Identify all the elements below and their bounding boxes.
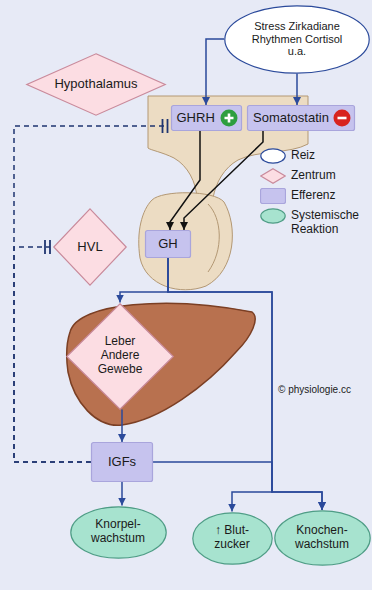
legend-text: Efferenz — [291, 188, 335, 202]
node-label: Hypothalamus — [54, 77, 137, 92]
response-oval: Knochen- wachstum — [274, 510, 371, 566]
legend-item: Zentrum — [260, 168, 368, 184]
legend-text: Reiz — [291, 148, 315, 162]
efferent-box: GHRH — [171, 105, 242, 131]
inhibition-bar — [49, 240, 51, 254]
center-diamond: Leber Andere Gewebe — [66, 303, 174, 410]
shape-outline — [92, 443, 153, 482]
copyright-note: © physiologie.cc — [278, 384, 351, 395]
connector-arrow — [184, 131, 263, 230]
node-text-group: HVL — [77, 240, 102, 255]
inhibition-bar — [167, 119, 169, 133]
legend-item: Efferenz — [260, 188, 368, 204]
efferent-box: IGFs — [91, 442, 153, 482]
shape-outline — [261, 149, 285, 163]
legend-swatch — [260, 208, 286, 224]
legend-text: Systemische Reaktion — [291, 208, 367, 237]
legend-swatch — [260, 148, 286, 164]
node-text-group: GH — [158, 237, 178, 252]
node-text-group: ↑ Blut- zucker — [207, 524, 257, 552]
legend-swatch — [260, 188, 286, 204]
node-label: HVL — [77, 240, 102, 255]
shape-outline — [248, 106, 355, 131]
node-label: Knochen- wachstum — [291, 524, 353, 552]
shape-outline — [146, 231, 191, 258]
efferent-box: Somatostatin — [247, 105, 355, 131]
node-label: GHRH — [177, 111, 215, 126]
node-label: Knorpel- wachstum — [87, 518, 149, 546]
response-oval: ↑ Blut- zucker — [192, 512, 273, 565]
node-text-group: Leber Andere Gewebe — [95, 335, 145, 376]
connector-arrow — [121, 410, 123, 443]
shape-outline — [54, 209, 126, 285]
pituitary-gland — [139, 193, 233, 290]
node-text-group: Stress Zirkadiane Rhythmen Cortisol u.a. — [247, 20, 347, 58]
shape-outline — [225, 5, 369, 72]
shape-outline — [70, 506, 165, 557]
connector-arrow — [170, 131, 200, 230]
minus-symbol — [333, 109, 351, 127]
shape-outline — [192, 512, 271, 563]
liver-illustration — [67, 303, 255, 425]
node-text-group: Somatostatin — [253, 111, 329, 126]
shape-outline — [261, 169, 285, 183]
node-label: ↑ Blut- zucker — [207, 524, 257, 552]
shape-outline — [67, 303, 173, 408]
plus-symbol — [220, 109, 238, 127]
shape-outline — [27, 53, 165, 114]
node-text-group: Knorpel- wachstum — [87, 518, 149, 546]
node-label: Stress Zirkadiane Rhythmen Cortisol u.a. — [247, 20, 347, 58]
node-label: IGFs — [108, 455, 136, 470]
node-text-group: GHRH — [177, 111, 215, 126]
center-diamond: HVL — [53, 208, 127, 286]
legend-item: Systemische Reaktion — [260, 208, 368, 237]
stimulus-oval: Stress Zirkadiane Rhythmen Cortisol u.a. — [224, 5, 370, 74]
legend-item: Reiz — [260, 148, 368, 164]
shape-outline — [171, 106, 241, 131]
node-label: Leber Andere Gewebe — [95, 335, 145, 376]
response-oval: Knorpel- wachstum — [70, 506, 167, 559]
legend-swatch — [260, 168, 286, 184]
node-text-group: Knochen- wachstum — [291, 524, 353, 552]
connector-arrow — [153, 462, 322, 510]
efferent-box: GH — [145, 230, 191, 258]
node-text-group: IGFs — [108, 455, 136, 470]
node-text-group: Hypothalamus — [54, 77, 137, 92]
node-label: GH — [158, 237, 178, 252]
connector-arrow — [168, 258, 272, 512]
center-diamond: Hypothalamus — [26, 53, 166, 116]
shape-outline — [274, 511, 369, 565]
legend-text: Zentrum — [291, 168, 336, 182]
posterior-lobe-line — [208, 204, 219, 272]
feedback-line — [14, 126, 168, 462]
inhibition-bar — [44, 240, 46, 254]
node-label: Somatostatin — [253, 111, 329, 126]
shape-outline — [261, 209, 285, 223]
inhibition-bar — [162, 119, 164, 133]
connector-arrow — [206, 39, 224, 105]
connector-arrow — [120, 258, 168, 303]
connector-arrow — [121, 482, 123, 506]
shape-outline — [261, 189, 286, 204]
connector-arrow — [296, 74, 298, 106]
legend: ReizZentrumEfferenzSystemische Reaktion — [260, 148, 368, 241]
